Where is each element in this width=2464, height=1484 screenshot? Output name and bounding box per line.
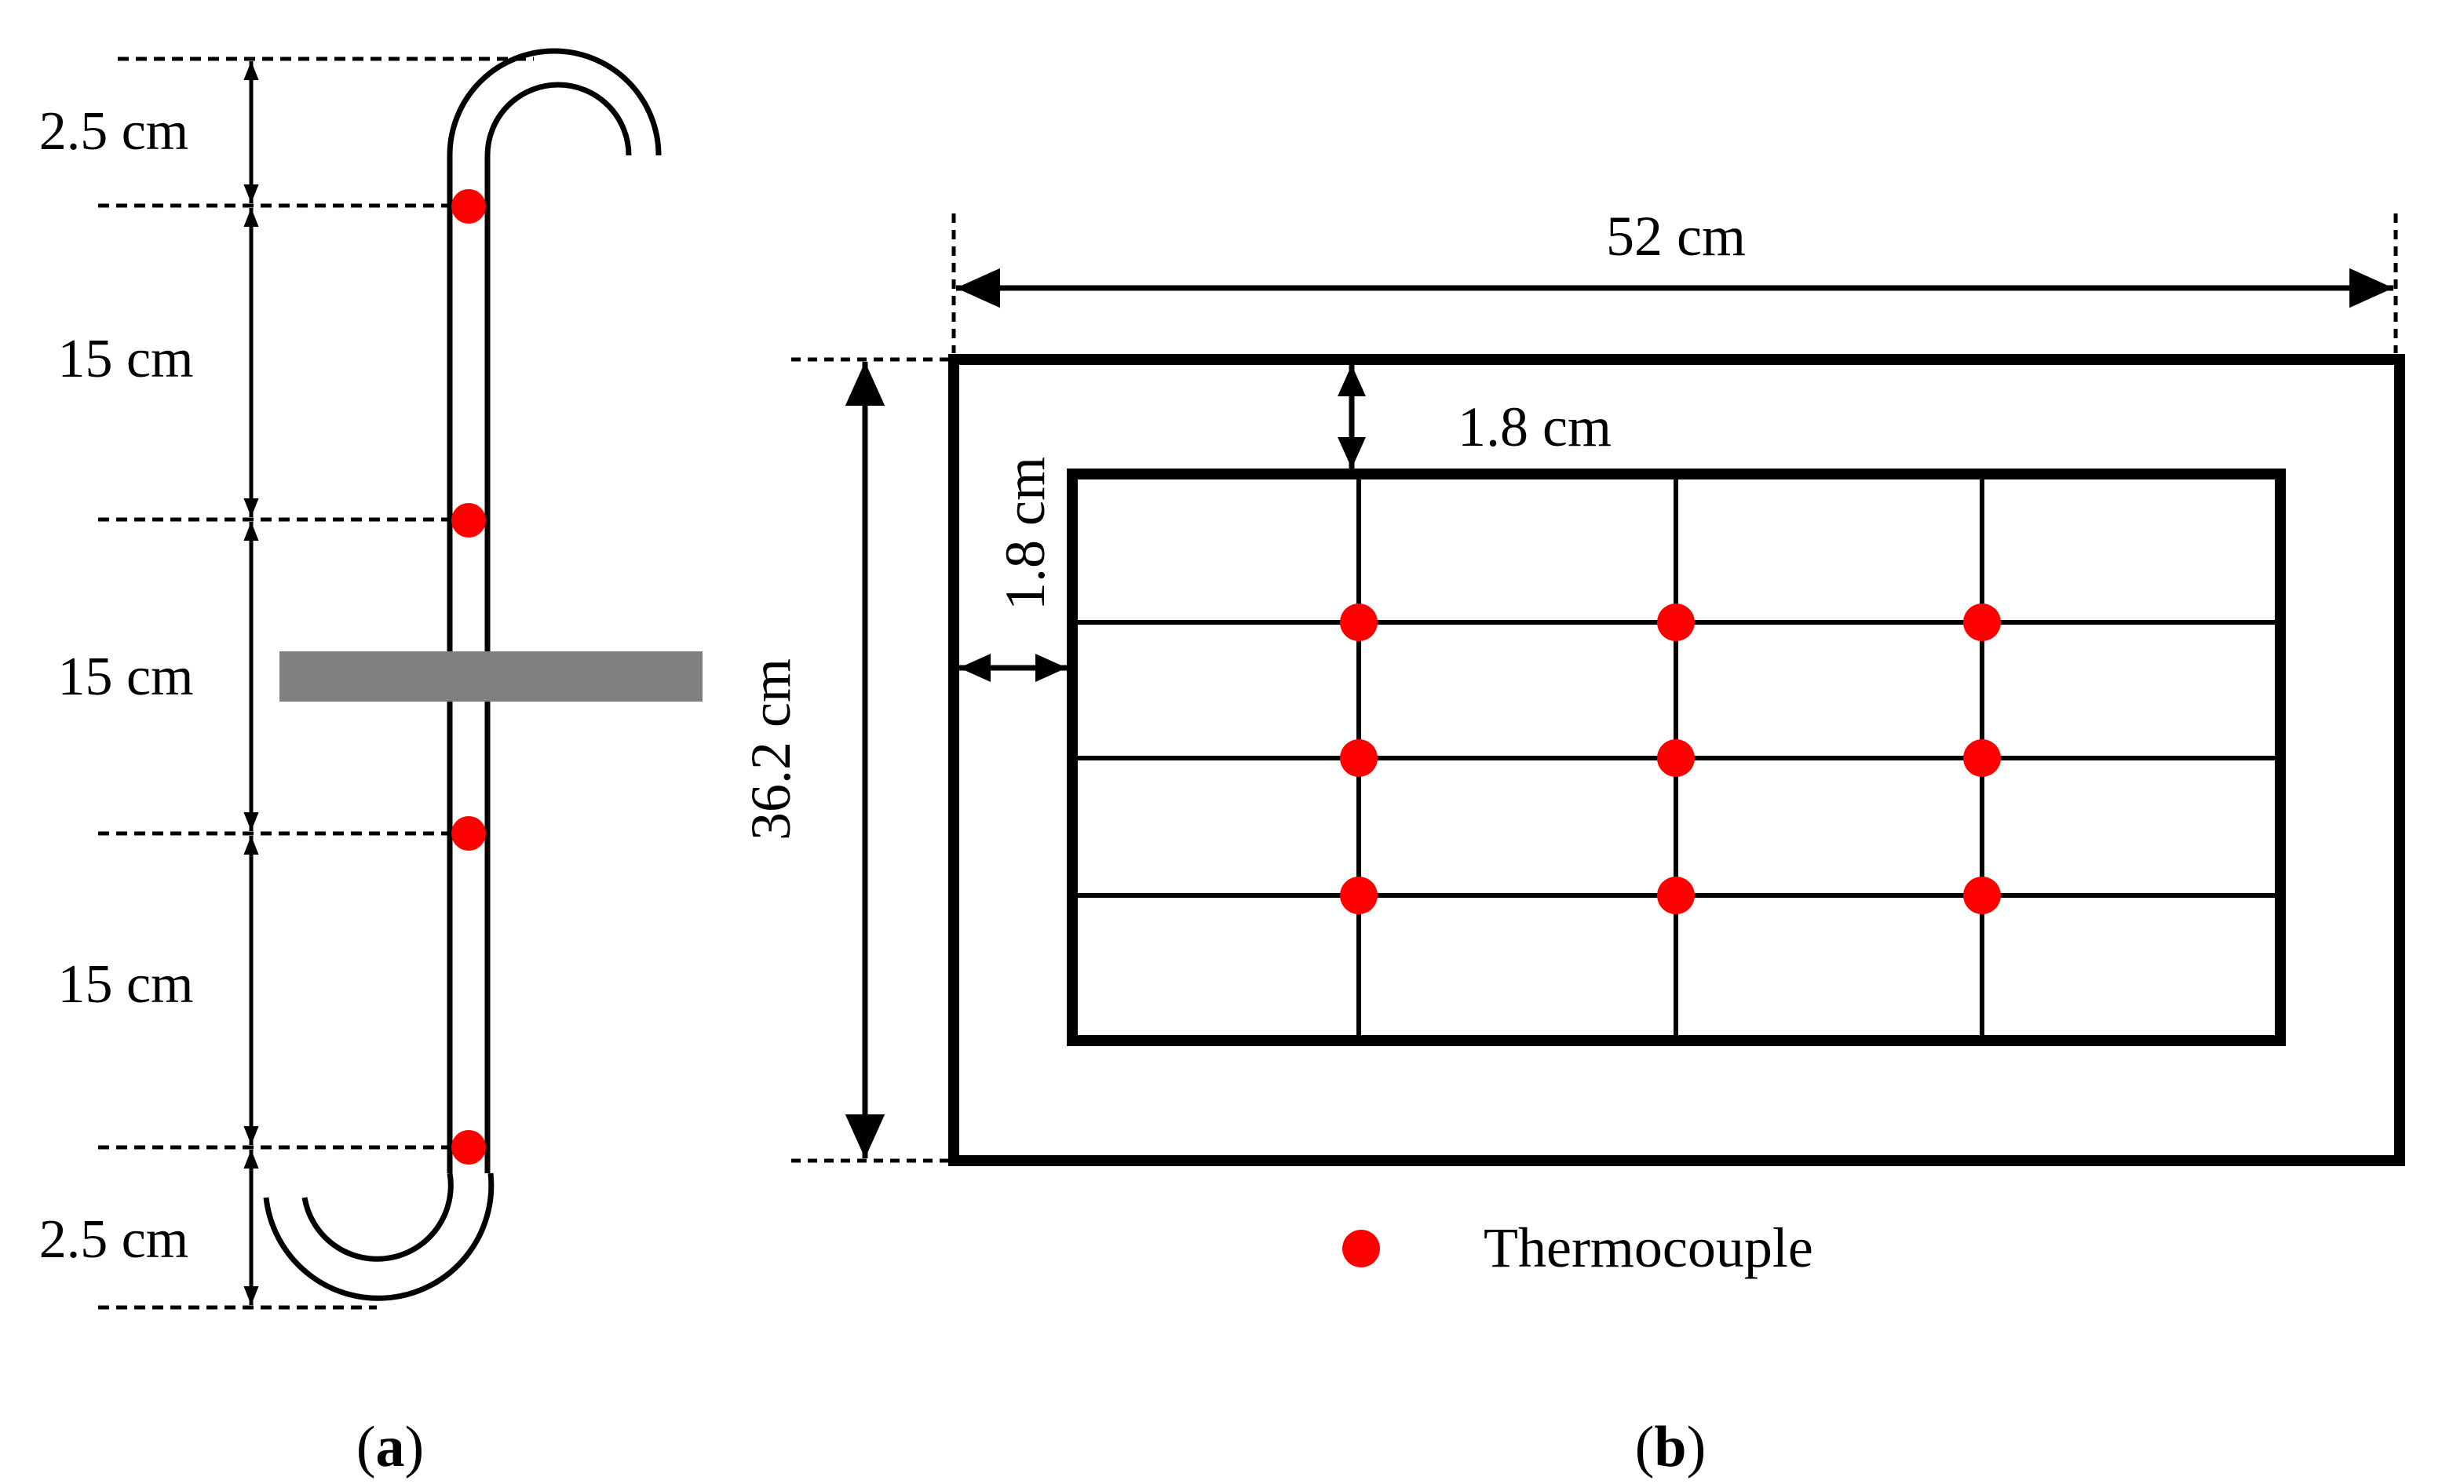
- left-margin-dimension: 1.8 cm: [959, 457, 1067, 682]
- panel-a: 2.5 cm 15 cm 15 cm 15 cm 2.5 cm (a): [39, 48, 703, 1479]
- gray-bar: [279, 651, 703, 702]
- width-dimension: 52 cm: [951, 205, 2398, 353]
- panel-b: 52 cm 36.2 cm 1.8 cm 1.8 cm Thermocouple…: [739, 205, 2405, 1479]
- dim-label-top: 2.5 cm: [39, 101, 189, 162]
- panel-a-dashed-lines: [98, 57, 534, 1310]
- panel-a-caption: (a): [356, 1415, 424, 1479]
- left-margin-label: 1.8 cm: [994, 457, 1057, 611]
- thermocouple-dot: [1657, 877, 1695, 914]
- thermocouple-dot: [451, 503, 486, 538]
- thermocouple-dot: [1963, 603, 2001, 641]
- height-dimension: 36.2 cm: [739, 357, 948, 1163]
- dim-label-middle: 15 cm: [57, 647, 193, 707]
- top-margin-dimension: 1.8 cm: [1338, 365, 1612, 469]
- outer-frame: [948, 354, 2405, 1166]
- panel-b-caption: (b): [1635, 1415, 1706, 1479]
- thermocouple-dot: [451, 189, 486, 224]
- legend-label: Thermocouple: [1484, 1216, 1813, 1279]
- width-label: 52 cm: [1606, 205, 1746, 268]
- legend: Thermocouple: [1342, 1216, 1813, 1279]
- tube-inner-wall: [301, 82, 632, 1262]
- tube-outer-wall: [263, 48, 662, 1301]
- dim-label-bottom: 2.5 cm: [39, 1209, 189, 1270]
- dim-label-upper: 15 cm: [57, 329, 193, 389]
- thermocouple-dot: [1963, 877, 2001, 914]
- thermocouple-dot: [1340, 739, 1378, 777]
- top-margin-label: 1.8 cm: [1458, 396, 1612, 458]
- thermocouple-dot: [1963, 739, 2001, 777]
- panel-a-thermocouples: [451, 189, 486, 1165]
- thermocouple-dot: [451, 816, 486, 851]
- thermocouple-dot: [1657, 739, 1695, 777]
- dim-label-lower: 15 cm: [57, 954, 193, 1015]
- thermocouple-dot: [451, 1130, 486, 1165]
- thermocouple-tube: [263, 48, 662, 1301]
- thermocouple-dot: [1340, 603, 1378, 641]
- panel-b-thermocouples: [1340, 603, 2001, 914]
- height-label: 36.2 cm: [739, 658, 802, 840]
- thermocouple-dot: [1657, 603, 1695, 641]
- thermocouple-dot: [1340, 877, 1378, 914]
- legend-thermocouple-icon: [1342, 1230, 1380, 1267]
